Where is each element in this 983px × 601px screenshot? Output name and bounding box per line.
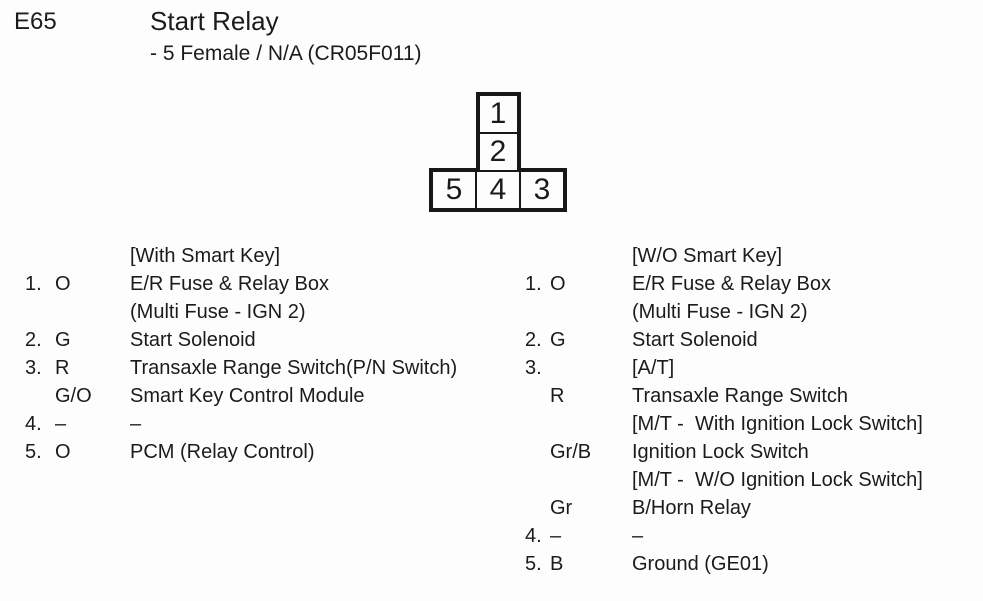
pin-row: 3. [A/T] — [525, 354, 923, 382]
pin-row: (Multi Fuse - IGN 2) — [25, 298, 457, 326]
wire-color: R — [550, 385, 565, 407]
wire-color: G/O — [55, 385, 92, 407]
pin-number — [525, 382, 550, 410]
wire-color — [55, 242, 130, 270]
pin-number: 4. — [25, 413, 42, 435]
pin-description: Transaxle Range Switch — [632, 385, 849, 407]
pin-description: [A/T] — [632, 357, 675, 379]
pin-description: [M/T - With Ignition Lock Switch] — [632, 413, 923, 435]
pin-number — [525, 298, 550, 326]
pin-row: [W/O Smart Key] — [525, 242, 923, 270]
wire-color — [550, 410, 632, 438]
pin-row: 5. O PCM (Relay Control) — [25, 438, 457, 466]
pin-number: 1. — [525, 273, 542, 295]
connector-subtitle: - 5 Female / N/A (CR05F011) — [150, 42, 422, 65]
pin-row: [With Smart Key] — [25, 242, 457, 270]
wire-color: O — [550, 273, 566, 295]
pin-number — [525, 466, 550, 494]
wire-color: Gr/B — [550, 441, 592, 463]
pin-row: 2. G Start Solenoid — [525, 326, 923, 354]
wire-color — [550, 242, 632, 270]
pin-row: [M/T - With Ignition Lock Switch] — [525, 410, 923, 438]
pin-number: 2. — [25, 329, 42, 351]
pin-description: [With Smart Key] — [130, 245, 281, 267]
pin-row: (Multi Fuse - IGN 2) — [525, 298, 923, 326]
wire-color: Gr — [550, 497, 573, 519]
connector-pin-cell-4: 4 — [475, 172, 519, 208]
pin-description: Transaxle Range Switch(P/N Switch) — [130, 357, 458, 379]
pin-number: 1. — [25, 273, 42, 295]
pin-number — [525, 438, 550, 466]
wire-color — [550, 354, 632, 382]
wire-color: – — [55, 413, 67, 435]
pin-description: Ground (GE01) — [632, 553, 769, 575]
wire-color — [55, 298, 130, 326]
pin-row: 1. O E/R Fuse & Relay Box — [25, 270, 457, 298]
pin-number — [525, 410, 550, 438]
wire-color: G — [550, 329, 566, 351]
pin-description: Start Solenoid — [632, 329, 758, 351]
connector-id: E65 — [14, 8, 57, 35]
connector-pin-cell-2: 2 — [489, 135, 507, 168]
wire-color — [550, 298, 632, 326]
pin-number: 3. — [25, 357, 42, 379]
pin-number — [25, 242, 55, 270]
pinout-list-wo-smart-key: [W/O Smart Key] 1. O E/R Fuse & Relay Box (M… — [525, 242, 923, 578]
connector-pin-cell-1: 1 — [479, 96, 517, 134]
pin-number: 4. — [525, 525, 542, 547]
pin-description: (Multi Fuse - IGN 2) — [130, 301, 306, 323]
pin-row: 5. B Ground (GE01) — [525, 550, 923, 578]
pin-row: [M/T - W/O Ignition Lock Switch] — [525, 466, 923, 494]
pin-row: 4.–– — [25, 410, 457, 438]
wire-color: – — [550, 525, 562, 547]
pin-row: Gr B/Horn Relay — [525, 494, 923, 522]
page-title: Start Relay — [150, 6, 279, 36]
wire-color — [550, 466, 632, 494]
pin-number: 2. — [525, 329, 542, 351]
pin-row: R Transaxle Range Switch — [525, 382, 923, 410]
wire-color: O — [55, 441, 71, 463]
pin-description: Ignition Lock Switch — [632, 441, 809, 463]
pin-number — [25, 298, 55, 326]
pin-description: E/R Fuse & Relay Box — [632, 273, 831, 295]
wire-color: R — [55, 357, 70, 379]
connector-pin-cell-5: 5 — [445, 173, 463, 206]
pinout-list-with-smart-key: [With Smart Key] 1. O E/R Fuse & Relay Box (… — [25, 242, 457, 466]
pin-description: E/R Fuse & Relay Box — [130, 273, 329, 295]
pin-number: 3. — [525, 357, 542, 379]
pin-description: – — [130, 413, 142, 435]
wire-color: G — [55, 329, 71, 351]
pin-number — [525, 242, 550, 270]
pin-row: Gr/B Ignition Lock Switch — [525, 438, 923, 466]
pin-description: Smart Key Control Module — [130, 385, 365, 407]
pin-number — [25, 382, 55, 410]
pin-description: B/Horn Relay — [632, 497, 751, 519]
pin-row: 3. R Transaxle Range Switch(P/N Switch) — [25, 354, 457, 382]
pin-row: G/O Smart Key Control Module — [25, 382, 457, 410]
pin-number: 5. — [525, 553, 542, 575]
connector-pin-cell-3: 3 — [519, 172, 563, 208]
pin-description: Start Solenoid — [130, 329, 256, 351]
wire-color: B — [550, 553, 564, 575]
pin-description: PCM (Relay Control) — [130, 441, 315, 463]
wire-color: O — [55, 273, 71, 295]
pin-description: (Multi Fuse - IGN 2) — [632, 301, 808, 323]
pin-row: 2. G Start Solenoid — [25, 326, 457, 354]
pin-number: 5. — [25, 441, 42, 463]
pin-row: 1. O E/R Fuse & Relay Box — [525, 270, 923, 298]
pin-description: – — [632, 525, 644, 547]
pin-description: [W/O Smart Key] — [632, 245, 783, 267]
pin-row: 4.–– — [525, 522, 923, 550]
pin-number — [525, 494, 550, 522]
pin-description: [M/T - W/O Ignition Lock Switch] — [632, 469, 923, 491]
